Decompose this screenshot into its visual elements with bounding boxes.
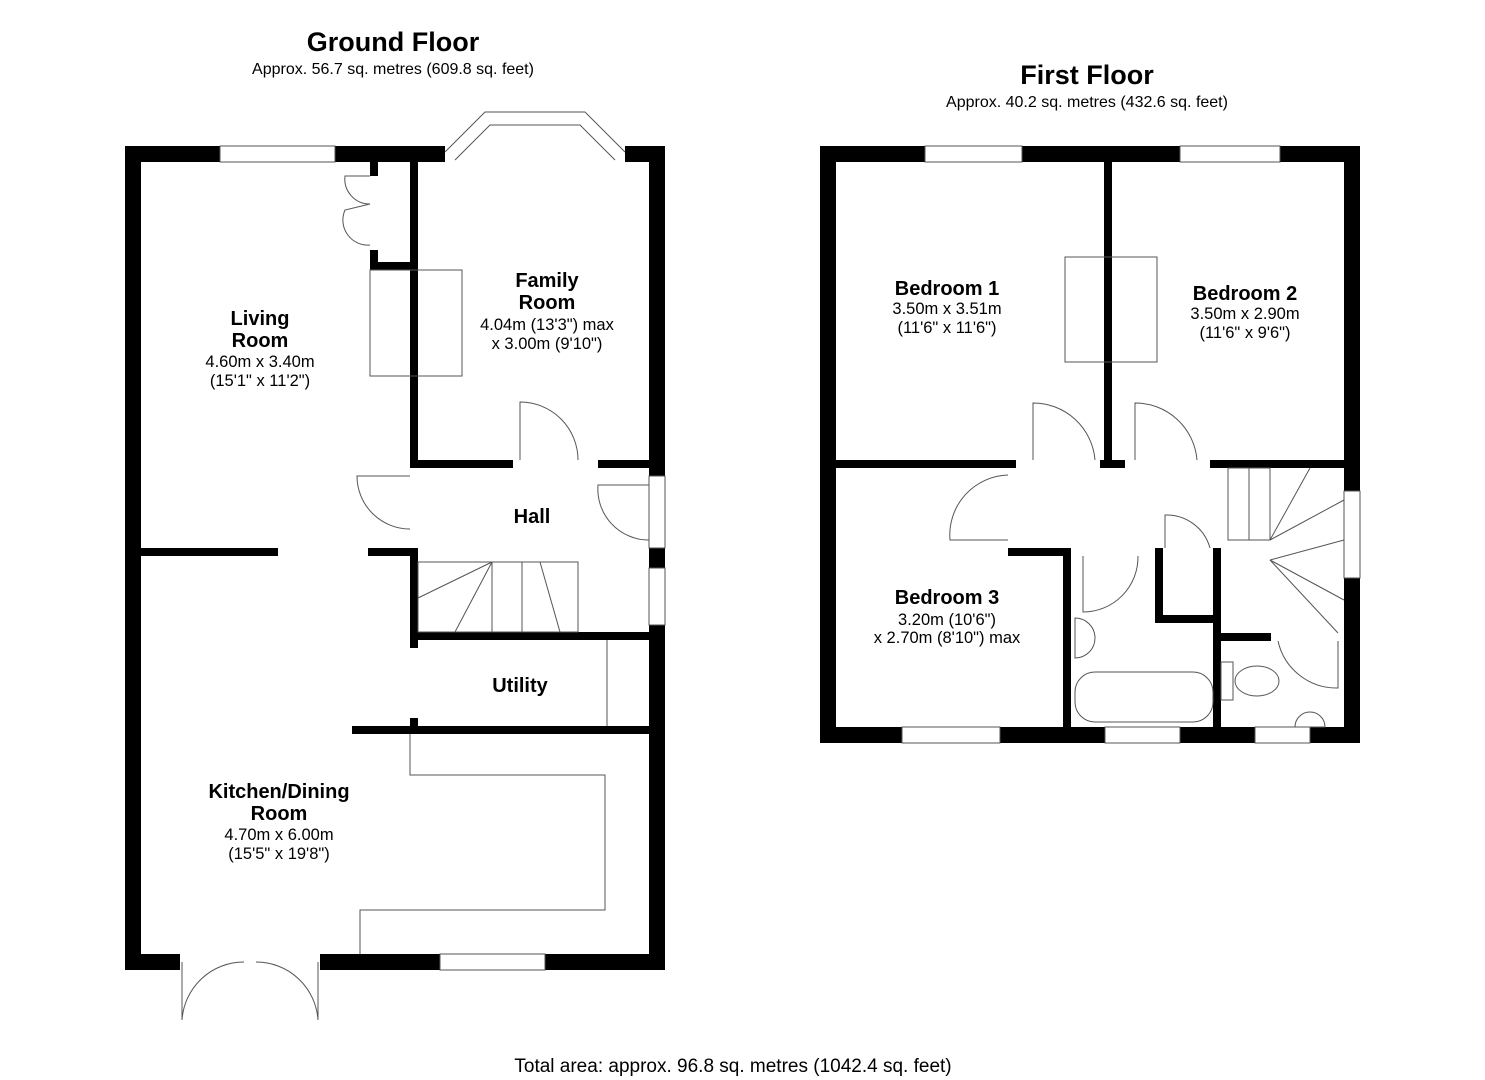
wall [418, 632, 650, 640]
room-name: Room [251, 803, 308, 825]
room-dimensions: (11'6" x 11'6") [897, 319, 996, 337]
bay-window [444, 111, 626, 153]
window [439, 953, 546, 971]
wall [1000, 727, 1105, 743]
wall [649, 146, 665, 476]
window [1104, 726, 1181, 744]
window [924, 145, 1023, 163]
window [1254, 726, 1311, 744]
wall [545, 954, 665, 970]
doors [949, 402, 1339, 689]
room-name: Bedroom 1 [895, 278, 999, 300]
wall [320, 954, 440, 970]
room-dimensions: 3.50m x 3.51m [892, 300, 1001, 318]
wall [820, 727, 902, 743]
room-name: Bedroom 2 [1193, 283, 1297, 305]
ground-floor-area: Approx. 56.7 sq. metres (609.8 sq. feet) [252, 61, 534, 78]
room-name: Family [515, 270, 579, 292]
window [1343, 490, 1361, 579]
toilet [1234, 665, 1280, 697]
wall [1280, 146, 1360, 162]
wall [836, 460, 1016, 468]
wall [368, 548, 418, 556]
ground-floor-plan: Living Room 4.60m x 3.40m (15'1" x 11'2"… [125, 111, 666, 1021]
wall [1344, 578, 1360, 743]
room-name: Hall [514, 506, 551, 528]
wall [1210, 460, 1344, 468]
wall [335, 146, 445, 162]
basin [1074, 617, 1096, 659]
wall [649, 548, 665, 568]
bay-window [454, 124, 616, 161]
room-name: Room [519, 292, 576, 314]
ground-floor-title: Ground Floor [307, 27, 480, 57]
room-name: Room [232, 330, 289, 352]
wall [1344, 146, 1360, 491]
staircase [417, 561, 579, 633]
room-name: Bedroom 3 [895, 587, 999, 609]
wall [1008, 548, 1068, 556]
room-name: Living [231, 308, 290, 330]
wall [125, 146, 141, 970]
wall [410, 162, 418, 468]
wall [1155, 548, 1163, 623]
wall [370, 162, 378, 176]
wall [1221, 633, 1271, 641]
room-dimensions: (11'6" x 9'6") [1199, 324, 1290, 342]
room-name: Kitchen/Dining [208, 781, 349, 803]
wall [125, 954, 180, 970]
staircase [1227, 467, 1345, 634]
wall [125, 146, 220, 162]
room-dimensions: 4.60m x 3.40m [205, 353, 314, 371]
window [219, 145, 336, 163]
room-dimensions: (15'1" x 11'2") [210, 372, 310, 390]
chimney-breast [369, 269, 463, 377]
wall [1180, 727, 1255, 743]
wall [1310, 727, 1360, 743]
room-dimensions: 4.04m (13'3") max [480, 316, 614, 334]
wall [410, 718, 418, 728]
wall [418, 460, 513, 468]
window [901, 726, 1001, 744]
room-dimensions: 3.20m (10'6") [898, 611, 996, 629]
wall [820, 146, 925, 162]
kitchen-worktop [359, 734, 606, 954]
total-area: Total area: approx. 96.8 sq. metres (104… [514, 1056, 951, 1077]
wall [141, 548, 278, 556]
wall [649, 625, 665, 970]
wall [352, 726, 650, 734]
wall [370, 262, 415, 270]
window [648, 567, 666, 626]
bath [1074, 671, 1214, 723]
wall [820, 146, 836, 743]
chimney-breast [1064, 256, 1158, 363]
wall [1100, 460, 1125, 468]
wall [1104, 162, 1112, 468]
room-dimensions: x 3.00m (9'10") [492, 335, 603, 353]
first-floor-area: Approx. 40.2 sq. metres (432.6 sq. feet) [946, 94, 1228, 111]
room-name: Utility [492, 675, 548, 697]
wall [410, 548, 418, 648]
wall [598, 460, 650, 468]
room-dimensions: 3.50m x 2.90m [1190, 305, 1299, 323]
first-floor-plan: Bedroom 1 3.50m x 3.51m (11'6" x 11'6") … [820, 145, 1361, 744]
first-floor-title: First Floor [1020, 60, 1154, 90]
wall [1022, 146, 1180, 162]
basin [1294, 711, 1326, 728]
window [648, 475, 666, 549]
room-dimensions: (15'5" x 19'8") [228, 845, 329, 863]
room-dimensions: 4.70m x 6.00m [224, 826, 333, 844]
doors [181, 175, 650, 1021]
room-dimensions: x 2.70m (8'10") max [874, 629, 1021, 647]
wall [1213, 548, 1221, 728]
wall [1155, 615, 1215, 623]
wall [1063, 548, 1071, 728]
toilet-cistern [1220, 661, 1234, 701]
wall [370, 250, 378, 270]
window [1179, 145, 1281, 163]
